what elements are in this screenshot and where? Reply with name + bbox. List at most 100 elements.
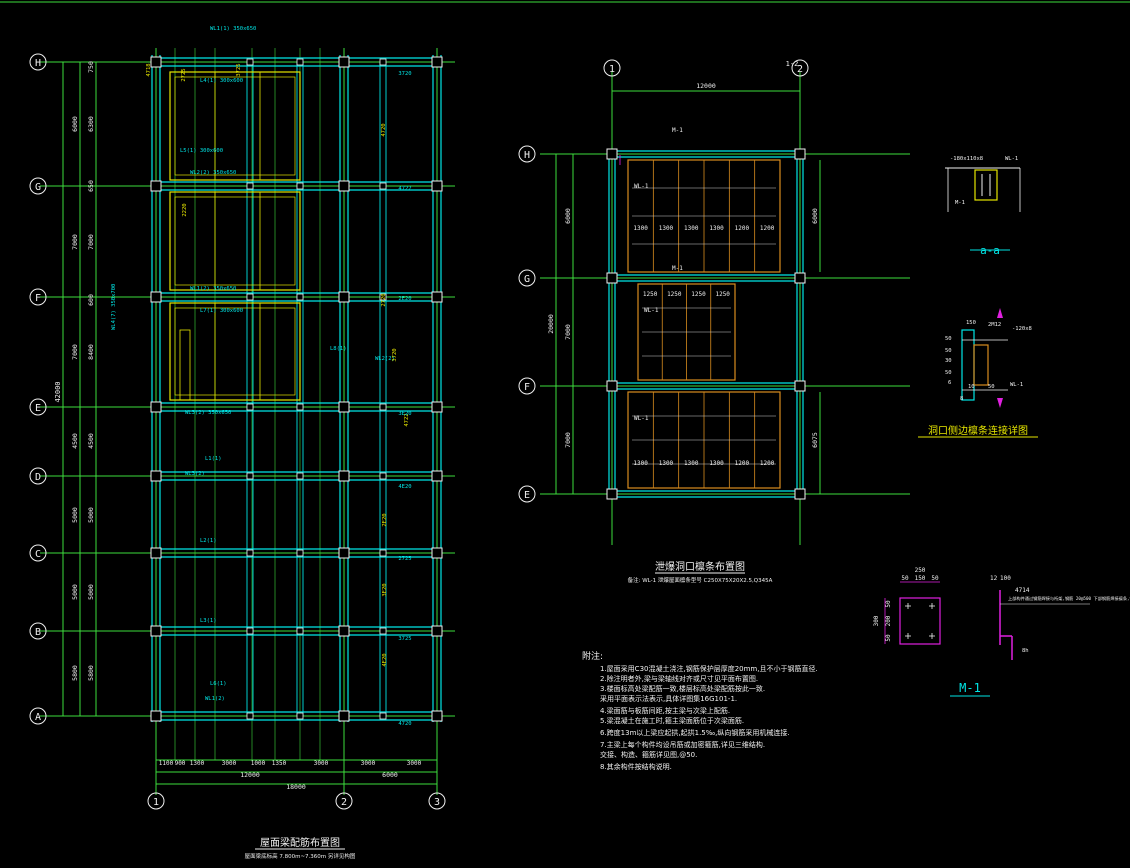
rebar-label-9: 3E20 xyxy=(382,583,388,596)
note-line-2: 2.除注明者外,梁与梁轴线对齐或尺寸见平面布置图. xyxy=(600,674,758,683)
left-axis-row-G-circle xyxy=(29,177,47,195)
opening-beam-box-2 xyxy=(169,302,301,401)
conn-section-arrow-top xyxy=(997,308,1003,318)
mid-column-F2 xyxy=(794,380,806,392)
column-C1 xyxy=(150,547,162,559)
mid-plan-note: 备注: WL-1 泄爆屋面檩条型号 C250X75X20X2.5,Q345A xyxy=(628,576,773,584)
conn-label-2: WL-1 xyxy=(1010,382,1023,388)
left-axis-col-2-label: 2 xyxy=(341,797,347,808)
bay-top-1: 1300 xyxy=(659,225,674,232)
rebar-label-8: 2E20 xyxy=(382,513,388,526)
conn-dim-4: 50 xyxy=(945,370,952,376)
dim-inner-5: 5000 xyxy=(71,584,79,600)
dim-inner-4: 5000 xyxy=(71,507,79,523)
beam-label-13: WL2(2) xyxy=(375,356,395,362)
dim-small-0: 1100 xyxy=(159,760,174,767)
mid-axis-row-E-circle xyxy=(518,485,536,503)
left-axis-col-1-label: 1 xyxy=(153,797,159,808)
left-axis-row-D-circle xyxy=(29,467,47,485)
dim-outer-2: 650 xyxy=(87,180,95,192)
sub-column-4-0 xyxy=(246,472,254,480)
opening-beam-box-1 xyxy=(169,191,301,291)
left-axis-row-C-label: C xyxy=(35,549,41,560)
conn-dim-1: 50 xyxy=(945,336,952,342)
left-axis-row-H-label: H xyxy=(35,58,41,69)
rebar-label-1: 3725 xyxy=(236,63,242,76)
dim-outer-7: 5000 xyxy=(87,507,95,523)
sub-column-6-0 xyxy=(246,627,254,635)
dim-small-3: 3000 xyxy=(222,760,237,767)
conn-label-3: 6 xyxy=(948,380,951,386)
column-B2 xyxy=(338,625,350,637)
notes-heading: 附注: xyxy=(582,650,603,662)
dim-12000: 12000 xyxy=(240,771,260,779)
m1-weld-label: 8h xyxy=(1022,648,1029,654)
mid-dim-left-1: 7000 xyxy=(564,324,572,340)
mid-axis-row-G-circle xyxy=(518,269,536,287)
detail-m1-title: M-1 xyxy=(959,681,981,695)
sub-column-4-2 xyxy=(379,472,387,480)
sub-column-6-2 xyxy=(379,627,387,635)
note-line-9: 交接、构造、箍筋详见图,@50. xyxy=(600,750,697,759)
rebar-label-3: 2720 xyxy=(381,293,387,306)
mid-dim-right-1: 6075 xyxy=(811,432,819,448)
dim-small-2: 1300 xyxy=(190,760,205,767)
bay-mid-2: 1250 xyxy=(691,291,706,298)
left-axis-row-E-label: E xyxy=(35,403,41,414)
m1-dim-left-2: 200 xyxy=(885,615,892,626)
column-A3 xyxy=(431,710,443,722)
rebar-label-0: 2725 xyxy=(181,68,187,81)
bay-bot-0: 1300 xyxy=(633,460,648,467)
sub-column-2-0 xyxy=(246,293,254,301)
sub-column-7-1 xyxy=(296,712,304,720)
column-B3 xyxy=(431,625,443,637)
right-rebar-note-2: 2E20 xyxy=(398,296,411,302)
sub-column-1-1 xyxy=(296,182,304,190)
mid-dim-total: 20000 xyxy=(547,314,555,334)
mid-axis-col-1-circle xyxy=(603,59,621,77)
sub-column-5-2 xyxy=(379,549,387,557)
left-axis-row-E-circle xyxy=(29,398,47,416)
conn-dim-3: 30 xyxy=(945,358,952,364)
column-D1 xyxy=(150,470,162,482)
dim-small-6: 3000 xyxy=(314,760,329,767)
dim-inner-0: 6000 xyxy=(71,116,79,132)
right-rebar-note-3: 3E20 xyxy=(398,411,411,417)
rebar-label-7: 4722 xyxy=(404,413,410,426)
mid-section-mark: 1-2 xyxy=(786,60,799,68)
m1-dim-left-3: 50 xyxy=(885,634,892,642)
mid-column-E1 xyxy=(606,488,618,500)
m1-side-dim-2: 4714 xyxy=(1015,587,1030,594)
beam-label-2: WL2(2) 350x650 xyxy=(190,170,236,176)
left-axis-row-B-circle xyxy=(29,622,47,640)
right-rebar-note-5: 2725 xyxy=(398,556,411,562)
beam-label-3: WL3(2) 350x650 xyxy=(185,410,231,416)
aa-channel xyxy=(974,169,998,201)
purlin-label-0: WL-1 xyxy=(634,183,649,190)
left-axis-row-A-circle xyxy=(29,707,47,725)
detail-aa-title: a-a xyxy=(980,244,1000,257)
bay-mid-0: 1250 xyxy=(643,291,658,298)
left-plan-title: 屋面梁配筋布置图 xyxy=(260,836,340,849)
mid-column-G2 xyxy=(794,272,806,284)
bay-bot-4: 1200 xyxy=(735,460,750,467)
column-H2 xyxy=(338,56,350,68)
mid-dim-top: 12000 xyxy=(696,82,716,90)
sub-column-5-0 xyxy=(246,549,254,557)
dim-outer-3: 7000 xyxy=(87,234,95,250)
mid-column-G1 xyxy=(606,272,618,284)
mid-axis-col-2-circle xyxy=(791,59,809,77)
bay-top-2: 1300 xyxy=(684,225,699,232)
sub-column-0-2 xyxy=(379,58,387,66)
bay-top-4: 1200 xyxy=(735,225,750,232)
note-line-1: 1.屋面采用C30混凝土浇注,钢筋保护层厚度20mm,且不小于钢筋直径. xyxy=(600,664,818,673)
conn-label-1: -120x8 xyxy=(1012,326,1032,332)
note-line-4: 采用平面表示法表示,具体详图集16G101-1. xyxy=(600,694,737,703)
column-F1 xyxy=(150,291,162,303)
m1-plate xyxy=(899,597,941,645)
column-F3 xyxy=(431,291,443,303)
mid-m1-label-2: M-1 xyxy=(672,265,683,272)
column-E2 xyxy=(338,401,350,413)
m1-dim-left-1: 50 xyxy=(885,600,892,608)
